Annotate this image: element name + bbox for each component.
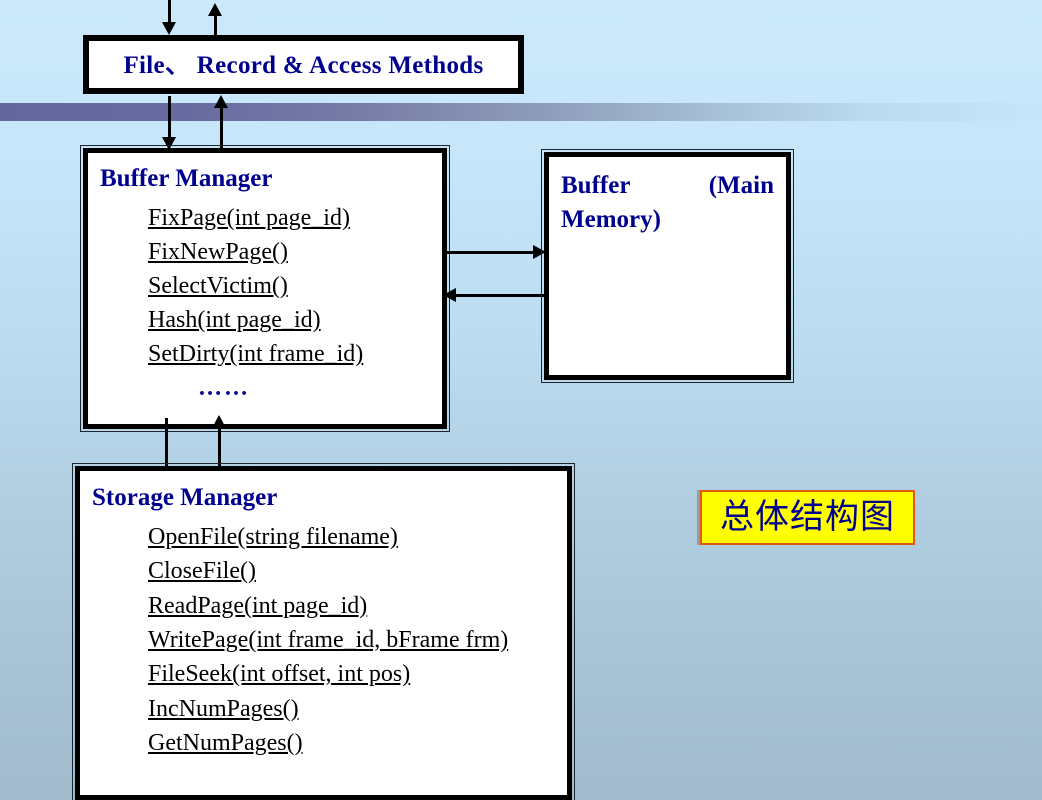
connector-storage-to-buffer-manager-line [218,420,221,482]
method-label: SetDirty(int frame_id) [148,341,364,368]
arrowhead-buffer-manager-to-file [214,95,228,108]
connector-top-out-of-file-line [214,8,217,36]
method-item: FixNewPage() [148,235,363,269]
method-label: CloseFile() [148,558,256,585]
storage-manager-title: Storage Manager [92,484,278,511]
method-item: IncNumPages() [148,692,538,726]
method-label: FixPage(int page_id) [148,205,350,231]
method-list-ellipsis: …… [148,371,363,405]
storage-manager-box: Storage Manager OpenFile(string filename… [72,463,575,800]
buffer-memory-title-line1: Buffer (Main [561,169,774,203]
arrowhead-memory-to-buffer-manager [443,288,456,302]
storage-manager-method-list: OpenFile(string filename) CloseFile() Re… [148,520,538,760]
method-item: WritePage(int frame_id, bFrame frm) [148,623,538,657]
method-item: OpenFile(string filename) [148,520,538,554]
connector-memory-to-buffer-manager-line [452,294,544,297]
ellipsis-label: …… [198,375,250,402]
file-box-title: File、 Record & Access Methods [123,52,484,79]
buffer-main-memory-box: Buffer (Main Memory) [541,149,794,383]
connector-buffer-manager-to-storage-line [165,418,168,480]
buffer-manager-box: Buffer Manager FixPage(int page_id) FixN… [80,145,450,432]
buffer-manager-title: Buffer Manager [100,165,273,192]
method-label: Hash(int page_id) [148,307,321,334]
arrowhead-buffer-manager-to-memory [533,245,546,259]
buffer-memory-title-line2: Memory) [561,205,661,233]
buffer-memory-title: Buffer (Main Memory) [561,169,774,237]
caption-label: 总体结构图 [720,497,895,537]
method-label: ReadPage(int page_id) [148,592,368,619]
connector-file-to-buffer-manager-line [168,96,171,144]
caption-box: 总体结构图 [700,490,915,545]
buffer-memory-title-word1: Buffer [561,172,631,199]
arrowhead-top-into-file [162,22,176,35]
file-record-access-methods-box: File、 Record & Access Methods [83,35,524,94]
method-label: WritePage(int frame_id, bFrame frm) [148,626,509,653]
method-item: ReadPage(int page_id) [148,589,538,623]
arrowhead-file-to-buffer-manager [162,137,176,150]
connector-top-into-file-line [168,0,171,26]
decorative-band [0,103,1042,121]
method-label: GetNumPages() [148,729,303,756]
method-item: SetDirty(int frame_id) [148,337,363,371]
method-label: OpenFile(string filename) [148,524,398,550]
method-item: FileSeek(int offset, int pos) [148,657,538,691]
method-item: FixPage(int page_id) [148,201,363,235]
method-label: IncNumPages() [148,695,299,722]
method-label: FixNewPage() [148,239,288,266]
method-label: SelectVictim() [148,273,288,300]
buffer-manager-method-list: FixPage(int page_id) FixNewPage() Select… [148,201,363,405]
method-item: Hash(int page_id) [148,303,363,337]
method-item: CloseFile() [148,554,538,588]
method-item: SelectVictim() [148,269,363,303]
method-item: GetNumPages() [148,726,538,760]
arrowhead-storage-to-buffer-manager [212,415,226,428]
connector-buffer-manager-to-file-line [220,100,223,150]
connector-buffer-manager-to-memory-line [447,251,539,254]
method-label: FileSeek(int offset, int pos) [148,661,411,688]
arrowhead-top-out-of-file [208,3,222,16]
buffer-memory-title-word2: (Main [708,172,774,199]
